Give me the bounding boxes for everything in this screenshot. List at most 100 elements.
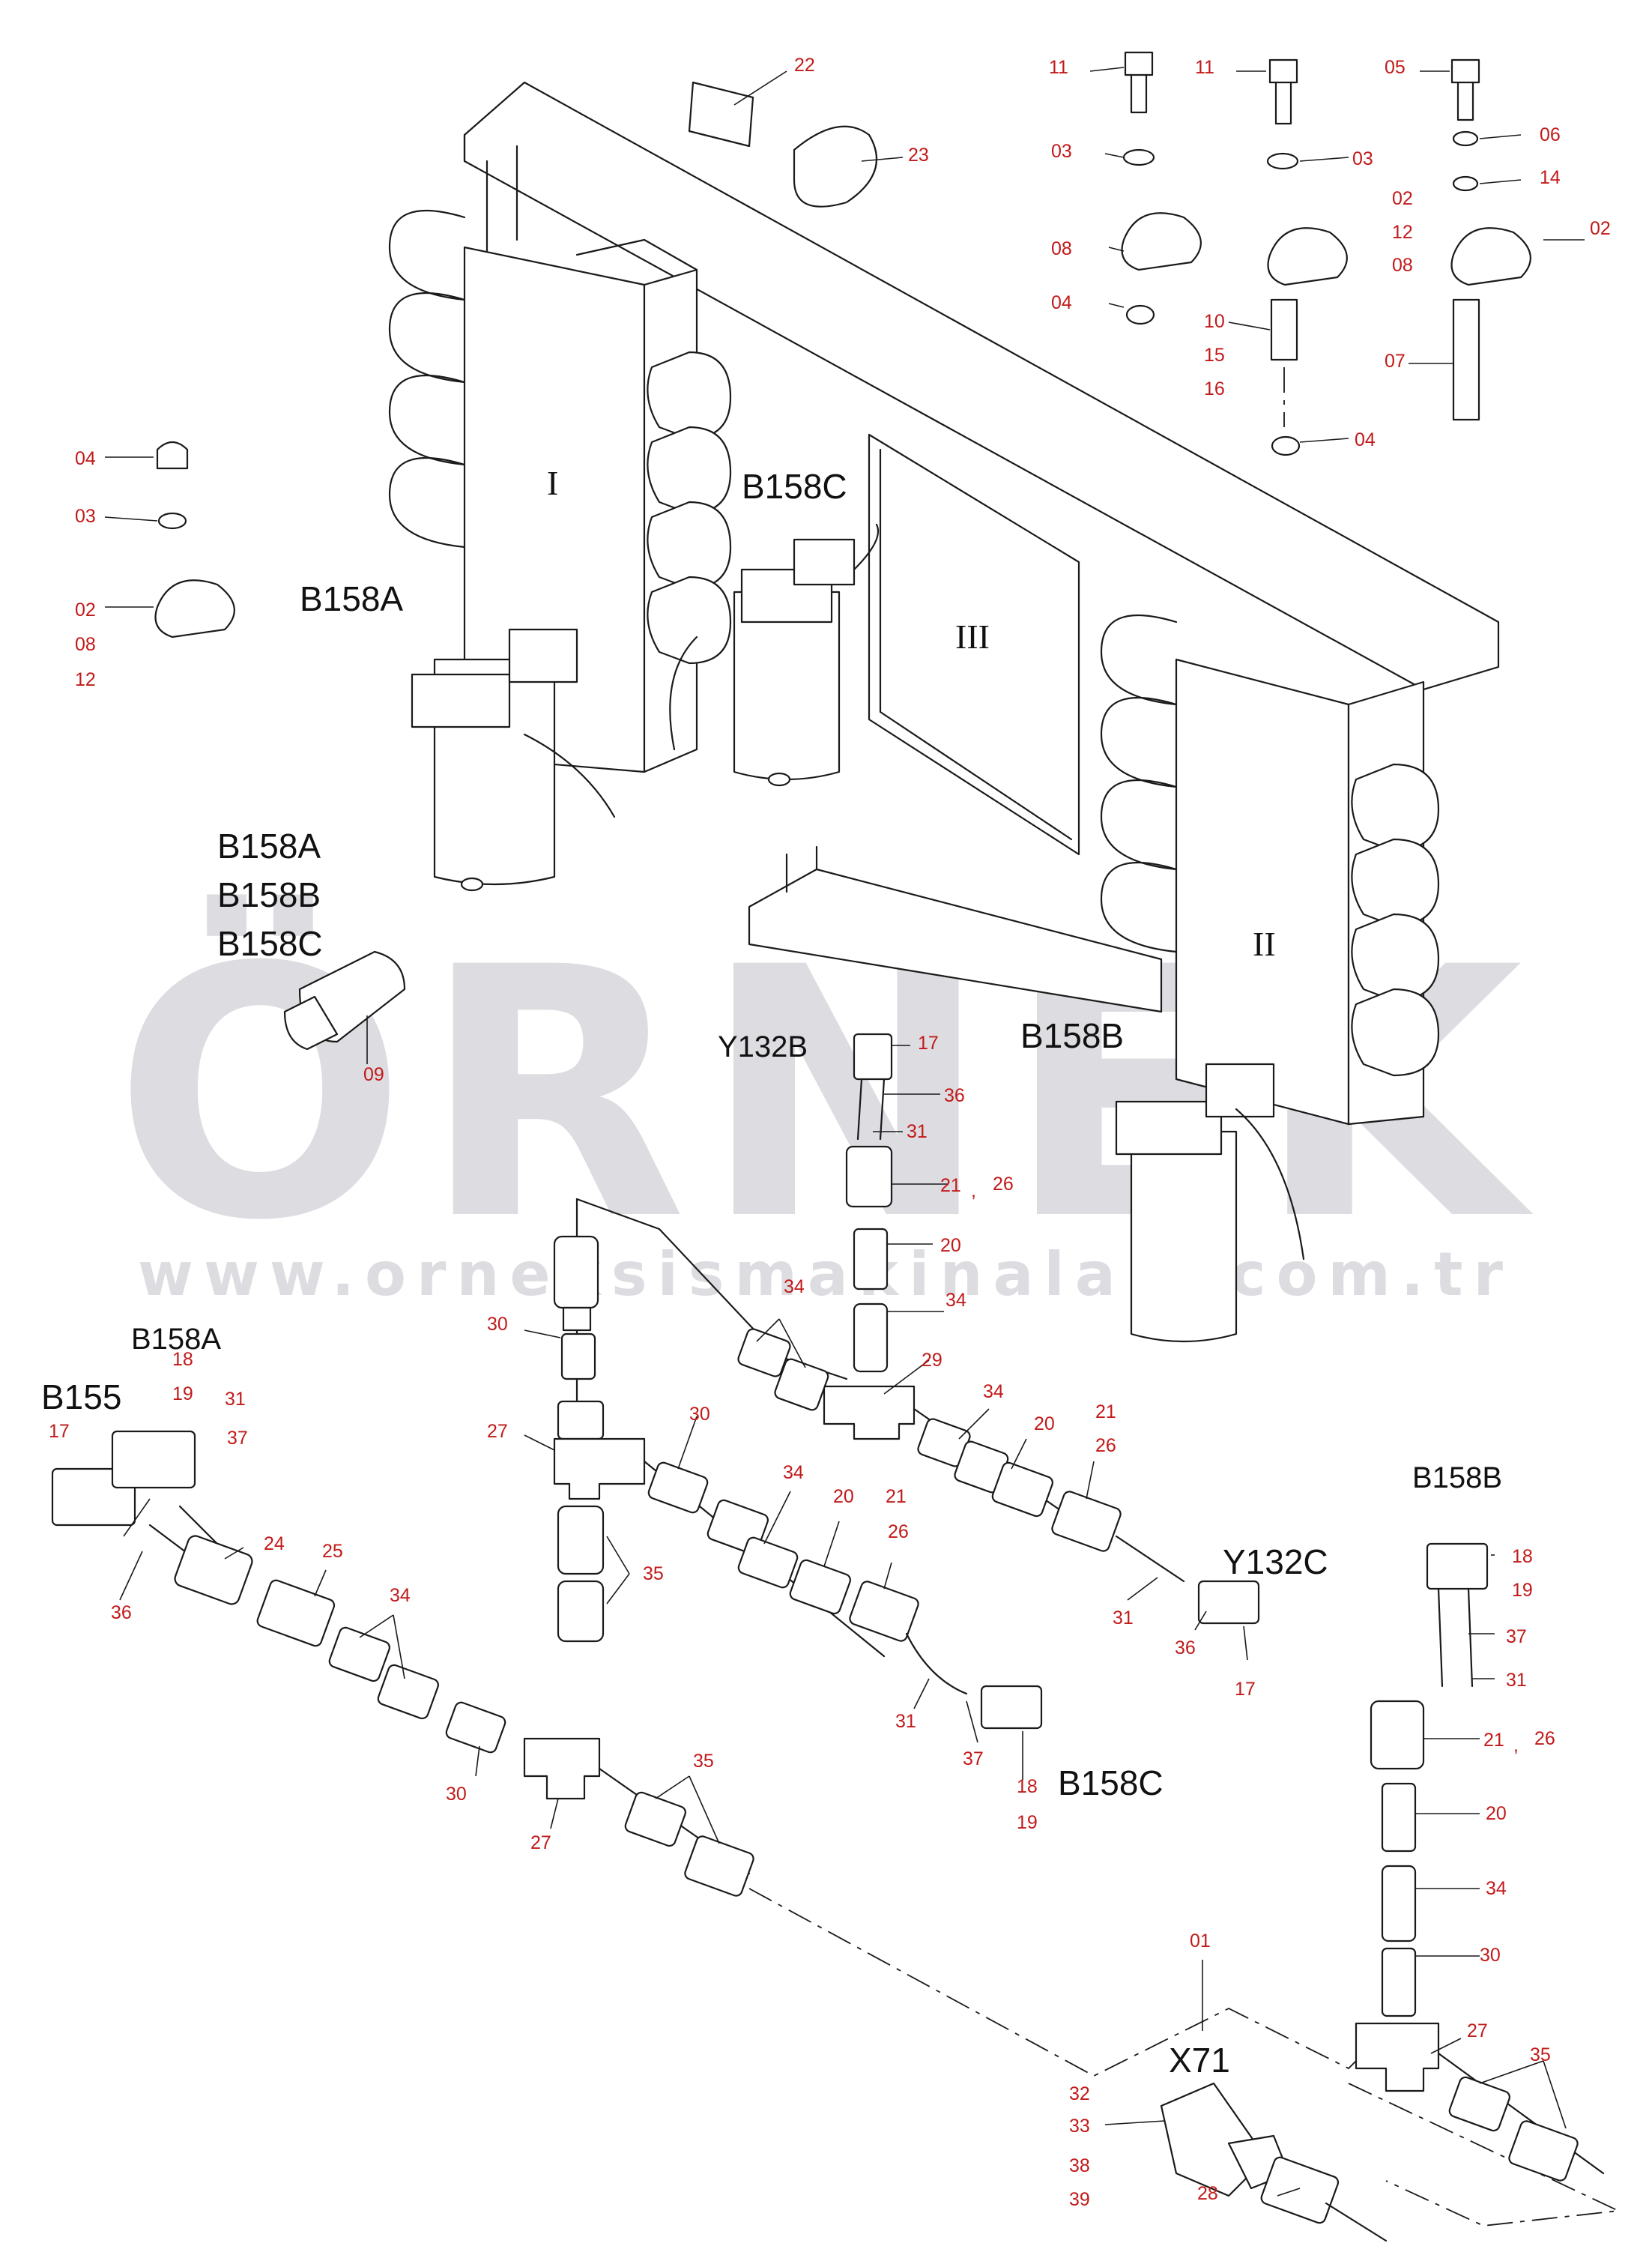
part-number-22: 22 <box>794 55 815 76</box>
part-number-12: 12 <box>1392 222 1413 243</box>
part-number-34: 34 <box>1486 1878 1507 1899</box>
part-number-32: 32 <box>1069 2083 1090 2104</box>
part-number-26: 26 <box>1534 1728 1555 1749</box>
part-number-11: 11 <box>1195 57 1214 78</box>
part-number-03: 03 <box>1051 141 1072 162</box>
part-number-36: 36 <box>1175 1637 1196 1658</box>
comma-separator: , <box>971 1180 976 1201</box>
part-number-labels: 22 23 11 03 08 04 11 03 12 08 10 15 16 0… <box>49 55 1611 2210</box>
part-number-31: 31 <box>1506 1670 1527 1691</box>
part-number-09: 09 <box>363 1064 384 1085</box>
part-number-35: 35 <box>1530 2044 1551 2065</box>
part-number-34: 34 <box>983 1381 1004 1402</box>
part-number-19: 19 <box>1017 1812 1038 1833</box>
part-number-17: 17 <box>1235 1679 1256 1700</box>
piping-network <box>51 1033 1621 2242</box>
part-number-30: 30 <box>1480 1945 1501 1966</box>
part-number-34: 34 <box>945 1290 966 1311</box>
part-number-37: 37 <box>963 1748 984 1769</box>
designator-y132b: Y132B <box>718 1030 808 1063</box>
part-number-21: 21 <box>886 1486 907 1507</box>
part-number-17: 17 <box>918 1033 939 1054</box>
hardware-stack-a <box>1121 51 1202 325</box>
part-number-01: 01 <box>1190 1931 1211 1951</box>
part-number-14: 14 <box>1540 167 1561 188</box>
designator-b158a-top: B158A <box>300 579 403 618</box>
part-number-21: 21 <box>940 1175 961 1196</box>
part-number-20: 20 <box>833 1486 854 1507</box>
designator-b158b-stack: B158B <box>217 875 321 914</box>
part-number-02: 02 <box>1590 218 1611 239</box>
part-number-30: 30 <box>689 1404 710 1425</box>
part-number-24: 24 <box>264 1533 285 1554</box>
part-number-31: 31 <box>907 1121 928 1142</box>
part-number-29: 29 <box>922 1350 943 1371</box>
designator-b155: B155 <box>41 1377 121 1416</box>
part-number-26: 26 <box>993 1174 1014 1195</box>
part-number-18: 18 <box>1017 1776 1038 1797</box>
part-number-04: 04 <box>1355 429 1376 450</box>
part-number-16: 16 <box>1204 378 1225 399</box>
part-number-26: 26 <box>1095 1435 1116 1456</box>
part-number-37: 37 <box>227 1428 248 1449</box>
filter-b158b <box>1115 1063 1305 1343</box>
part-number-18: 18 <box>1512 1546 1533 1567</box>
designator-b158c-top: B158C <box>742 467 847 506</box>
part-number-35: 35 <box>643 1563 664 1584</box>
part-number-34: 34 <box>784 1276 805 1297</box>
part-number-20: 20 <box>940 1235 961 1256</box>
designator-labels: B158A B158C I III II B158A B158B B158C Y… <box>41 464 1502 2080</box>
part-number-26: 26 <box>888 1521 909 1542</box>
part-number-34: 34 <box>783 1462 804 1483</box>
part-number-03: 03 <box>1352 148 1373 169</box>
designator-x71: X71 <box>1169 2041 1230 2080</box>
part-number-39: 39 <box>1069 2189 1090 2210</box>
part-number-23: 23 <box>908 145 929 166</box>
watermark-url: www.orneksismakinalari.com.tr <box>138 1240 1513 1309</box>
part-number-05: 05 <box>1385 57 1406 78</box>
part-number-27: 27 <box>530 1832 551 1853</box>
part-number-31: 31 <box>225 1389 246 1410</box>
part-number-34: 34 <box>390 1585 411 1606</box>
part-number-30: 30 <box>487 1314 508 1335</box>
designator-b158a-low: B158A <box>131 1323 221 1356</box>
part-number-20: 20 <box>1034 1413 1055 1434</box>
designator-b158b-mid: B158B <box>1020 1016 1124 1055</box>
part-number-08: 08 <box>1051 238 1072 259</box>
pressure-switch <box>283 950 406 1051</box>
designator-b158c-stack: B158C <box>217 924 323 963</box>
part-number-19: 19 <box>1512 1580 1533 1601</box>
part-number-08: 08 <box>75 634 96 655</box>
part-number-04: 04 <box>75 448 96 469</box>
part-number-17: 17 <box>49 1421 70 1442</box>
part-number-12: 12 <box>75 669 96 690</box>
part-number-35: 35 <box>693 1751 714 1772</box>
part-number-10: 10 <box>1204 311 1225 332</box>
tape-and-strap <box>688 81 878 208</box>
part-number-15: 15 <box>1204 345 1225 366</box>
designator-b158a-stack: B158A <box>217 827 321 866</box>
hardware-stack-b <box>1266 58 1348 456</box>
part-number-21: 21 <box>1095 1401 1116 1422</box>
filter-b158a <box>411 628 616 892</box>
filter-b158c <box>669 523 880 787</box>
part-number-02: 02 <box>1392 188 1413 209</box>
part-number-20: 20 <box>1486 1803 1507 1824</box>
part-number-33: 33 <box>1069 2116 1090 2137</box>
part-number-02: 02 <box>75 600 96 621</box>
part-number-04: 04 <box>1051 292 1072 313</box>
hardware-stack-c <box>1450 58 1531 421</box>
part-number-08: 08 <box>1392 255 1413 276</box>
hardware-stack-left <box>154 441 235 639</box>
part-number-38: 38 <box>1069 2155 1090 2176</box>
designator-y132c: Y132C <box>1223 1542 1328 1581</box>
section-label-ii: II <box>1253 925 1276 963</box>
comma-separator: , <box>1513 1735 1519 1756</box>
leader-lines <box>104 67 1585 2197</box>
part-number-28: 28 <box>1197 2183 1218 2204</box>
part-number-36: 36 <box>111 1602 132 1623</box>
part-number-06: 06 <box>1540 124 1561 145</box>
part-number-25: 25 <box>322 1541 343 1562</box>
part-number-19: 19 <box>172 1383 193 1404</box>
